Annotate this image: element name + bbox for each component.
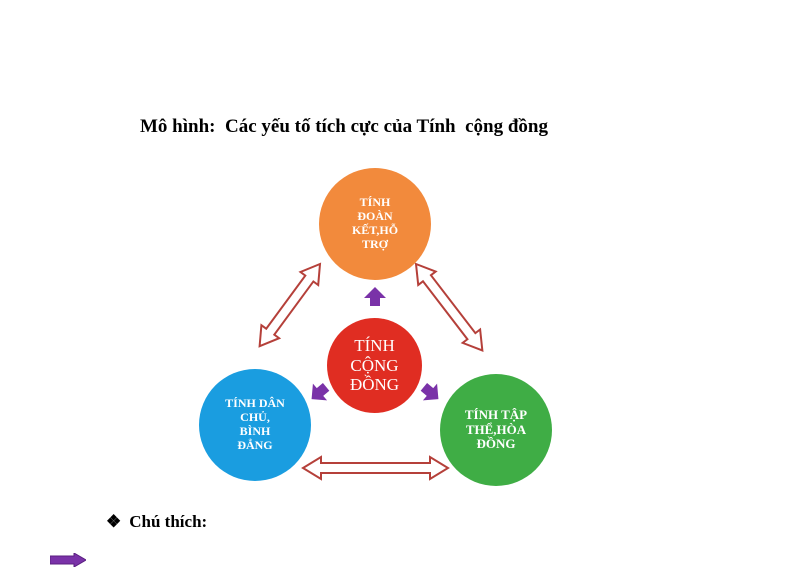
node-doan-ket: TÍNH ĐOÀN KẾT,HỖ TRỢ — [319, 168, 431, 280]
node-dan-chu-label: TÍNH DÂN CHỦ, BÌNH ĐẲNG — [225, 396, 285, 452]
node-cong-dong: TÍNH CỘNG ĐỒNG — [327, 318, 422, 413]
small-arrow-down-right — [420, 383, 439, 401]
double-arrow-left-right — [301, 455, 450, 481]
small-arrow-up — [364, 287, 386, 306]
legend-arrow-icon — [50, 553, 86, 567]
node-cong-dong-label: TÍNH CỘNG ĐỒNG — [349, 336, 400, 395]
node-doan-ket-label: TÍNH ĐOÀN KẾT,HỖ TRỢ — [351, 195, 399, 251]
double-arrow-top-left — [258, 262, 322, 348]
node-dan-chu: TÍNH DÂN CHỦ, BÌNH ĐẲNG — [199, 369, 311, 481]
diagram-title: Mô hình: Các yếu tố tích cực của Tính cộ… — [140, 116, 548, 137]
small-arrow-down-left — [311, 383, 330, 401]
node-tap-the: TÍNH TẬP THỂ,HÒA ĐỒNG — [440, 374, 552, 486]
legend: ❖ Chú thích: — [106, 512, 207, 532]
diamond-bullet-icon: ❖ — [106, 512, 122, 531]
double-arrow-top-right — [414, 262, 484, 352]
legend-title: Chú thích: — [129, 512, 208, 531]
node-tap-the-label: TÍNH TẬP THỂ,HÒA ĐỒNG — [464, 406, 528, 452]
